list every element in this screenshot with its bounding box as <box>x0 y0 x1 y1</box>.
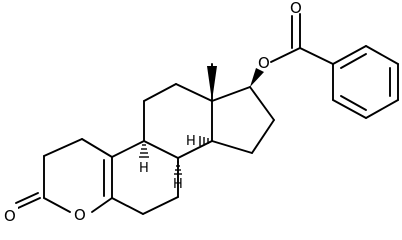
stereo-h-c8: H <box>173 177 183 192</box>
ester-group <box>250 13 334 87</box>
ring-d <box>211 86 275 154</box>
ring-c <box>143 83 213 159</box>
ring-a-lactone <box>15 138 113 213</box>
methyl-c18 <box>207 63 217 102</box>
carbonyl-oxygen-label: O <box>4 207 16 225</box>
stereo-h-c14: H <box>186 134 196 149</box>
stereo-h-c9: H <box>139 161 149 176</box>
stereo-hashes <box>139 136 209 175</box>
o-bg <box>4 206 18 224</box>
ring-oxygen-label: O <box>74 206 86 224</box>
structure-diagram: O O O O H H H <box>4 0 399 225</box>
ring-b <box>111 140 179 215</box>
ester-oxygen-label: O <box>258 54 270 72</box>
ester-carbonyl-oxygen-label: O <box>290 0 302 17</box>
benzene-ring <box>332 45 399 119</box>
